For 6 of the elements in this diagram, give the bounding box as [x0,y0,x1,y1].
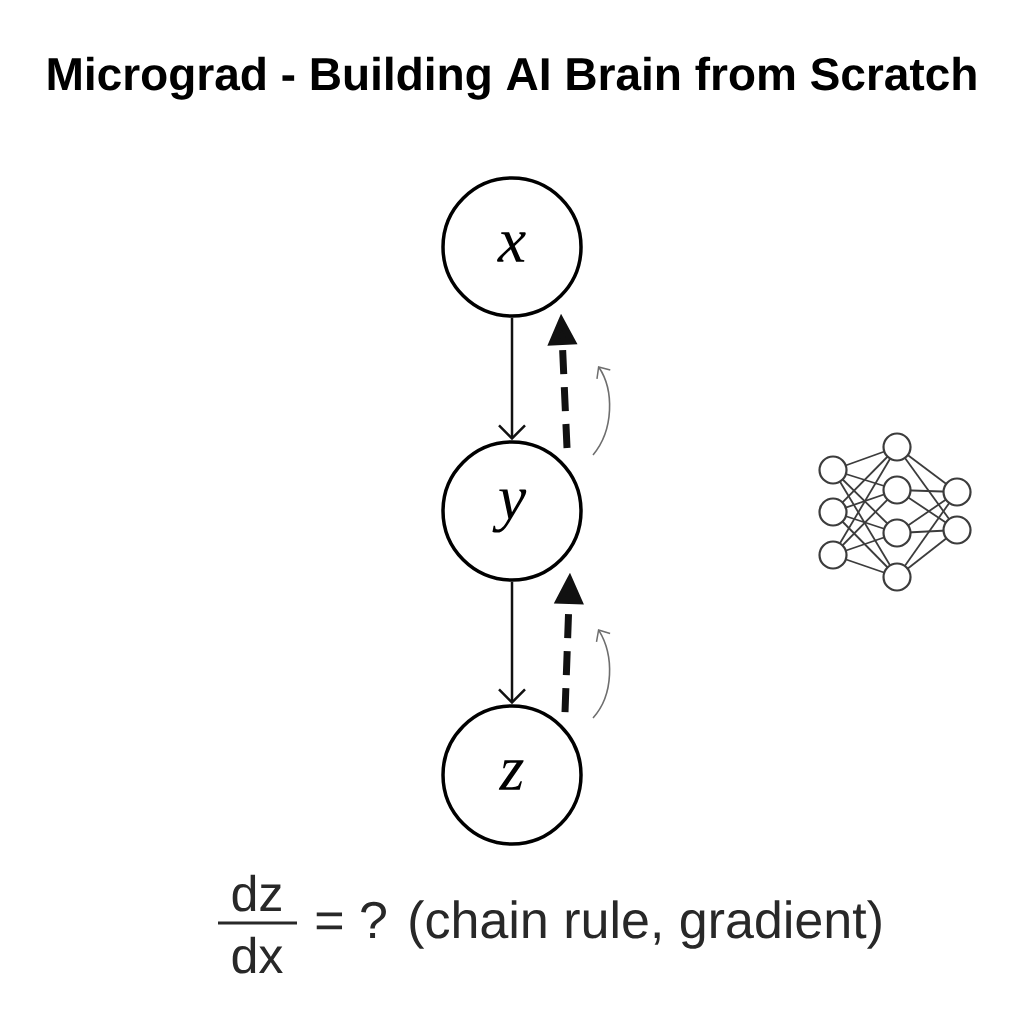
arrow [498,581,526,705]
fraction-numerator: dz [232,874,281,912]
formula-text: = ? (chain rule, gradient) [316,900,881,949]
arrow [498,317,526,441]
title: Micrograd - Building AI Brain from Scratch [48,56,976,100]
fraction-denominator: dx [232,936,283,974]
